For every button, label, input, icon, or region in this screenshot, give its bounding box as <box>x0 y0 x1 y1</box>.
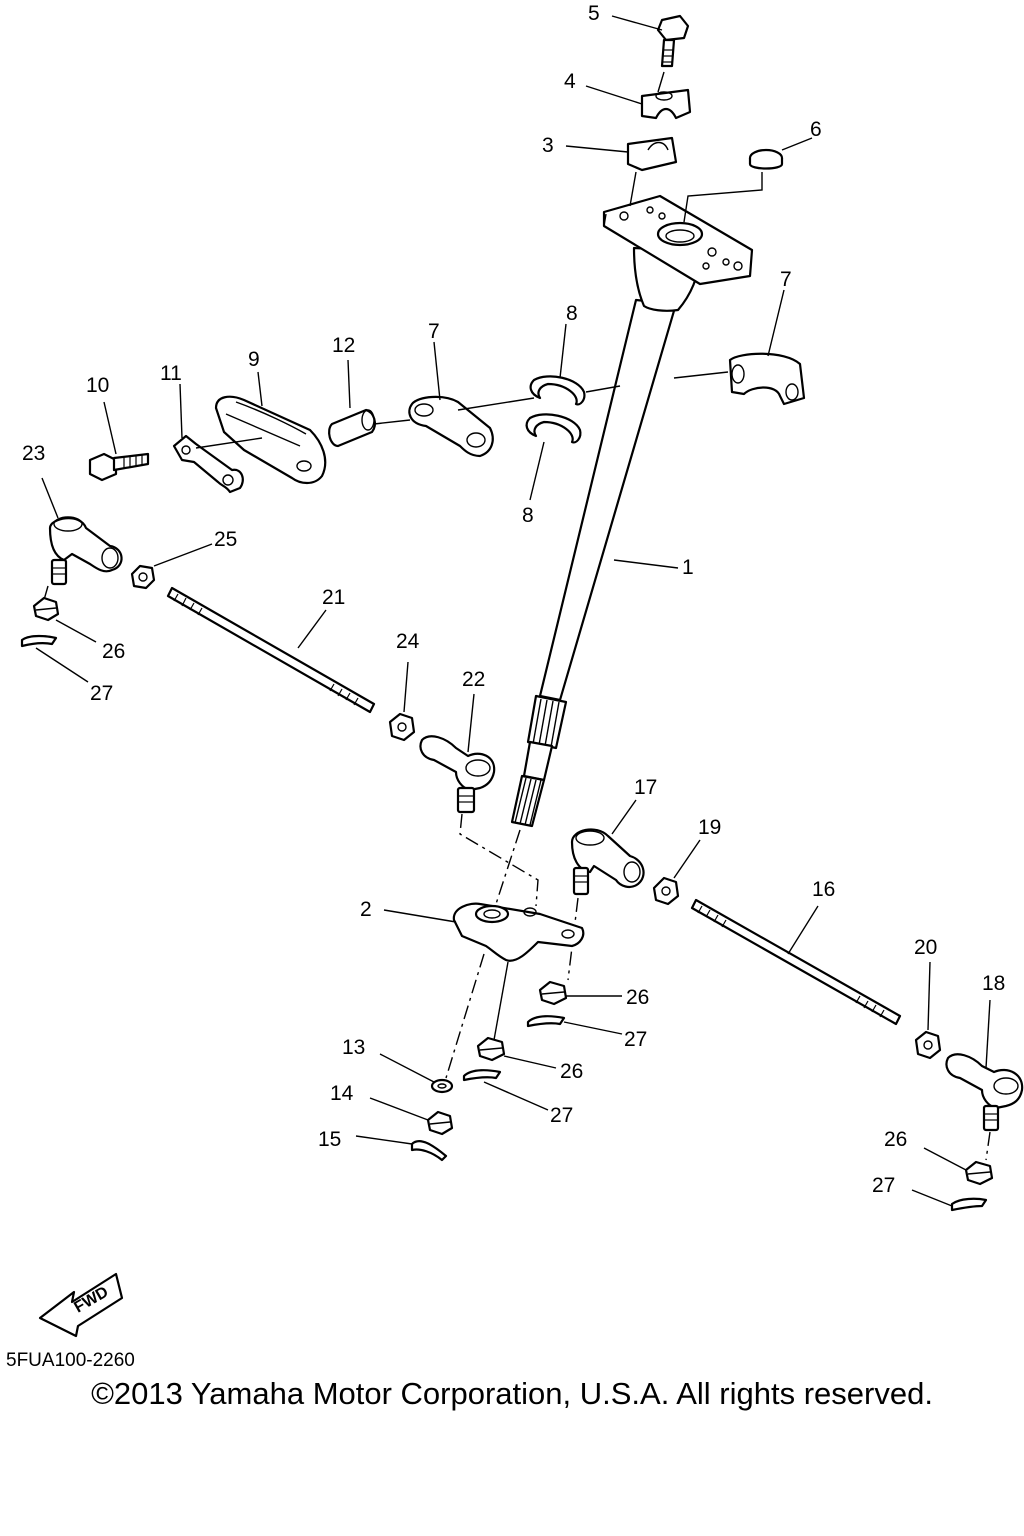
part-21-tie-rod <box>166 586 376 714</box>
part-24-nut <box>388 661 416 742</box>
label-2: 2 <box>360 898 372 921</box>
label-11: 11 <box>160 362 182 385</box>
part-7-left-arm <box>408 341 535 458</box>
part-2-pitman-arm <box>383 829 585 1079</box>
copyright-notice: ©2013 Yamaha Motor Corporation, U.S.A. A… <box>91 1376 933 1411</box>
label-24: 24 <box>396 630 420 653</box>
part-27-pin-arm-right <box>526 1015 623 1035</box>
label-23: 23 <box>22 442 45 465</box>
part-12-collar <box>328 359 411 448</box>
diagram-code: 5FUA100-2260 <box>6 1350 135 1371</box>
part-26-nut-arm-lower <box>476 1036 557 1069</box>
label-20: 20 <box>914 936 937 959</box>
part-23-tie-rod-end <box>41 477 123 601</box>
label-26-arm-lower: 26 <box>560 1060 583 1083</box>
part-26-nut-arm-right <box>538 980 622 1006</box>
label-10: 10 <box>86 374 109 397</box>
part-19-nut <box>652 839 701 906</box>
label-27-arm-right: 27 <box>624 1028 647 1051</box>
part-16-tie-rod <box>690 898 902 1026</box>
label-27-arm-lower: 27 <box>550 1104 573 1127</box>
label-9: 9 <box>248 348 260 371</box>
part-27-pin-right <box>911 1189 988 1212</box>
part-number-labels: 1 2 3 4 5 6 7 7 8 8 9 10 11 12 13 14 15 … <box>22 2 1005 1197</box>
label-7-left: 7 <box>428 320 440 343</box>
label-7-right: 7 <box>780 268 792 291</box>
label-27-right: 27 <box>872 1174 895 1197</box>
fwd-arrow-icon: FWD <box>38 1272 124 1338</box>
label-26-right: 26 <box>884 1128 907 1151</box>
part-26-nut-right <box>923 1147 994 1186</box>
part-27-pin-left <box>20 634 89 683</box>
part-26-nut-left <box>32 596 97 643</box>
label-27-left: 27 <box>90 682 113 705</box>
label-21: 21 <box>322 586 345 609</box>
part-11-lock-plate <box>172 383 263 494</box>
part-10-bolt <box>88 401 150 482</box>
part-4-upper-clamp <box>585 85 692 120</box>
part-15-pin <box>355 1135 448 1162</box>
part-6-cap <box>683 137 813 223</box>
label-25: 25 <box>214 528 237 551</box>
label-22: 22 <box>462 668 485 691</box>
part-22-tie-rod-end <box>419 693 539 907</box>
label-8-lower: 8 <box>522 504 534 527</box>
label-3: 3 <box>542 134 554 157</box>
part-8-circlips <box>525 323 621 501</box>
label-13: 13 <box>342 1036 365 1059</box>
label-4: 4 <box>564 70 576 93</box>
part-18-tie-rod-end <box>945 999 1024 1161</box>
label-26-left: 26 <box>102 640 125 663</box>
part-17-tie-rod-end <box>567 799 645 981</box>
label-5: 5 <box>588 2 600 25</box>
label-16: 16 <box>812 878 835 901</box>
label-1: 1 <box>682 556 694 579</box>
part-14-nut <box>369 1097 454 1136</box>
label-6: 6 <box>810 118 822 141</box>
label-18: 18 <box>982 972 1005 995</box>
label-26-arm-right: 26 <box>626 986 649 1009</box>
part-3-lower-clamp <box>565 136 678 207</box>
label-14: 14 <box>330 1082 354 1105</box>
part-25-nut <box>130 543 213 590</box>
part-20-nut <box>914 961 942 1060</box>
label-12: 12 <box>332 334 355 357</box>
part-13-washer <box>379 1053 454 1094</box>
part-27-pin-arm-lower <box>462 1069 549 1111</box>
label-15: 15 <box>318 1128 341 1151</box>
steering-column <box>510 194 754 828</box>
part-5-bolt <box>611 14 690 93</box>
label-19: 19 <box>698 816 721 839</box>
part-7-right-bushing <box>673 289 806 406</box>
part-9-bracket <box>214 371 327 485</box>
label-17: 17 <box>634 776 657 799</box>
label-8-upper: 8 <box>566 302 578 325</box>
